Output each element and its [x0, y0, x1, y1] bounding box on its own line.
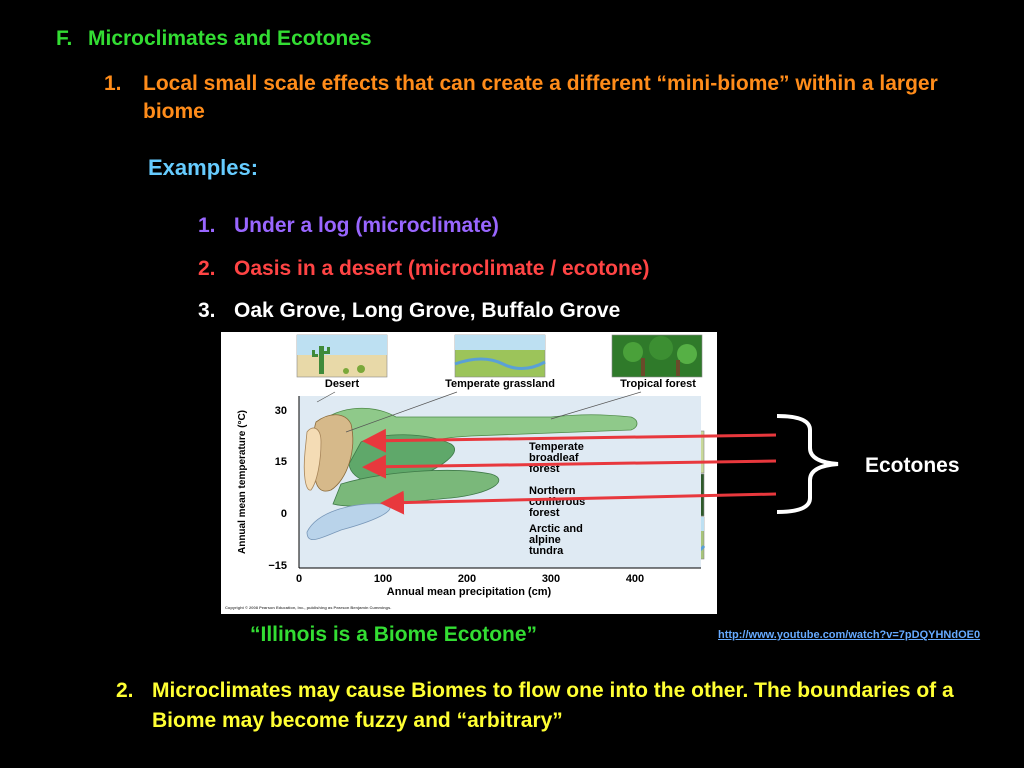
tropical-thumbnail — [611, 334, 703, 378]
x-tick-100: 100 — [374, 573, 392, 585]
example-1-number: 1. — [198, 214, 216, 237]
examples-label: Examples: — [148, 155, 259, 180]
label-tundra-line-1: Arctic and — [529, 523, 583, 535]
label-tundra-line-2: alpine — [529, 534, 561, 546]
slide-heading: F. Microclimates and Ecotones — [56, 27, 372, 51]
example-item-1: 1. Under a log (microclimate) — [198, 214, 499, 238]
youtube-link[interactable]: http://www.youtube.com/watch?v=7pDQYHNdO… — [718, 629, 981, 641]
point-2: 2. Microclimates may cause Biomes to flo… — [116, 676, 996, 736]
label-broadleaf-line-3: forest — [529, 463, 560, 475]
y-tick-15: 15 — [275, 456, 287, 468]
x-tick-0: 0 — [296, 573, 302, 585]
grassland-thumbnail — [454, 334, 546, 378]
label-tundra-line-3: tundra — [529, 545, 564, 557]
label-tropical: Tropical forest — [620, 378, 696, 390]
y-axis-label: Annual mean temperature (°C) — [237, 410, 248, 554]
point-1-number: 1. — [104, 72, 122, 95]
example-3-number: 3. — [198, 299, 216, 322]
label-broadleaf-line-1: Temperate — [529, 441, 584, 453]
example-3-text: Oak Grove, Long Grove, Buffalo Grove — [234, 299, 621, 322]
y-tick-minus-15: −15 — [268, 560, 287, 572]
biome-diagram-svg: Desert Temperate grassland Tropical fore… — [225, 334, 706, 610]
x-axis-label: Annual mean precipitation (cm) — [387, 586, 552, 598]
heading-label: F. — [56, 27, 73, 50]
point-1: 1. Local small scale effects that can cr… — [104, 70, 944, 126]
biome-climate-diagram: Desert Temperate grassland Tropical fore… — [221, 332, 717, 614]
label-desert: Desert — [325, 378, 360, 390]
y-tick-0: 0 — [281, 508, 287, 520]
label-coniferous-line-3: forest — [529, 507, 560, 519]
point-2-number: 2. — [116, 679, 134, 702]
ecotones-label: Ecotones — [865, 454, 960, 477]
example-item-3: 3. Oak Grove, Long Grove, Buffalo Grove — [198, 299, 620, 323]
example-1-text: Under a log (microclimate) — [234, 214, 499, 237]
y-tick-30: 30 — [275, 405, 287, 417]
diagram-caption: “Illinois is a Biome Ecotone” — [250, 623, 538, 646]
x-tick-300: 300 — [542, 573, 560, 585]
label-grassland: Temperate grassland — [445, 378, 555, 390]
example-2-number: 2. — [198, 257, 216, 280]
region-desert — [303, 427, 322, 491]
point-2-text: Microclimates may cause Biomes to flow o… — [152, 679, 954, 732]
ecotone-brace — [776, 414, 839, 514]
copyright-text: Copyright © 2008 Pearson Education, Inc.… — [225, 605, 391, 610]
x-tick-200: 200 — [458, 573, 476, 585]
example-2-text: Oasis in a desert (microclimate / ecoton… — [234, 257, 650, 280]
example-item-2: 2. Oasis in a desert (microclimate / ecot… — [198, 257, 649, 281]
desert-thumbnail — [296, 334, 388, 378]
x-tick-400: 400 — [626, 573, 644, 585]
point-1-text: Local small scale effects that can creat… — [143, 72, 938, 123]
heading-text: Microclimates and Ecotones — [88, 27, 372, 50]
